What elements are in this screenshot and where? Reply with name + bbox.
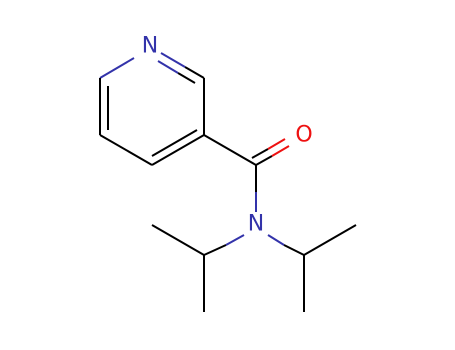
- bond-n1-c2: [99, 57, 135, 135]
- bond-ring-carbonyl: [203, 134, 257, 166]
- bond-c5-n1: [157, 52, 205, 84]
- bond-left-ch-methyl-upper: [151, 224, 205, 256]
- atom-label-carbonyl-oxygen: O: [295, 123, 312, 148]
- bond-carbonyl-double: [251, 138, 290, 166]
- atom-label-ring-nitrogen: N: [142, 34, 158, 59]
- bond-c2-c3: [99, 134, 153, 166]
- atom-label-amide-nitrogen: N: [248, 212, 264, 237]
- bond-amide-n-right-ch: [267, 234, 305, 256]
- bond-right-ch-methyl-upper: [303, 224, 357, 256]
- bond-c3-c4: [151, 129, 205, 166]
- bond-amide-n-left-ch: [203, 234, 245, 256]
